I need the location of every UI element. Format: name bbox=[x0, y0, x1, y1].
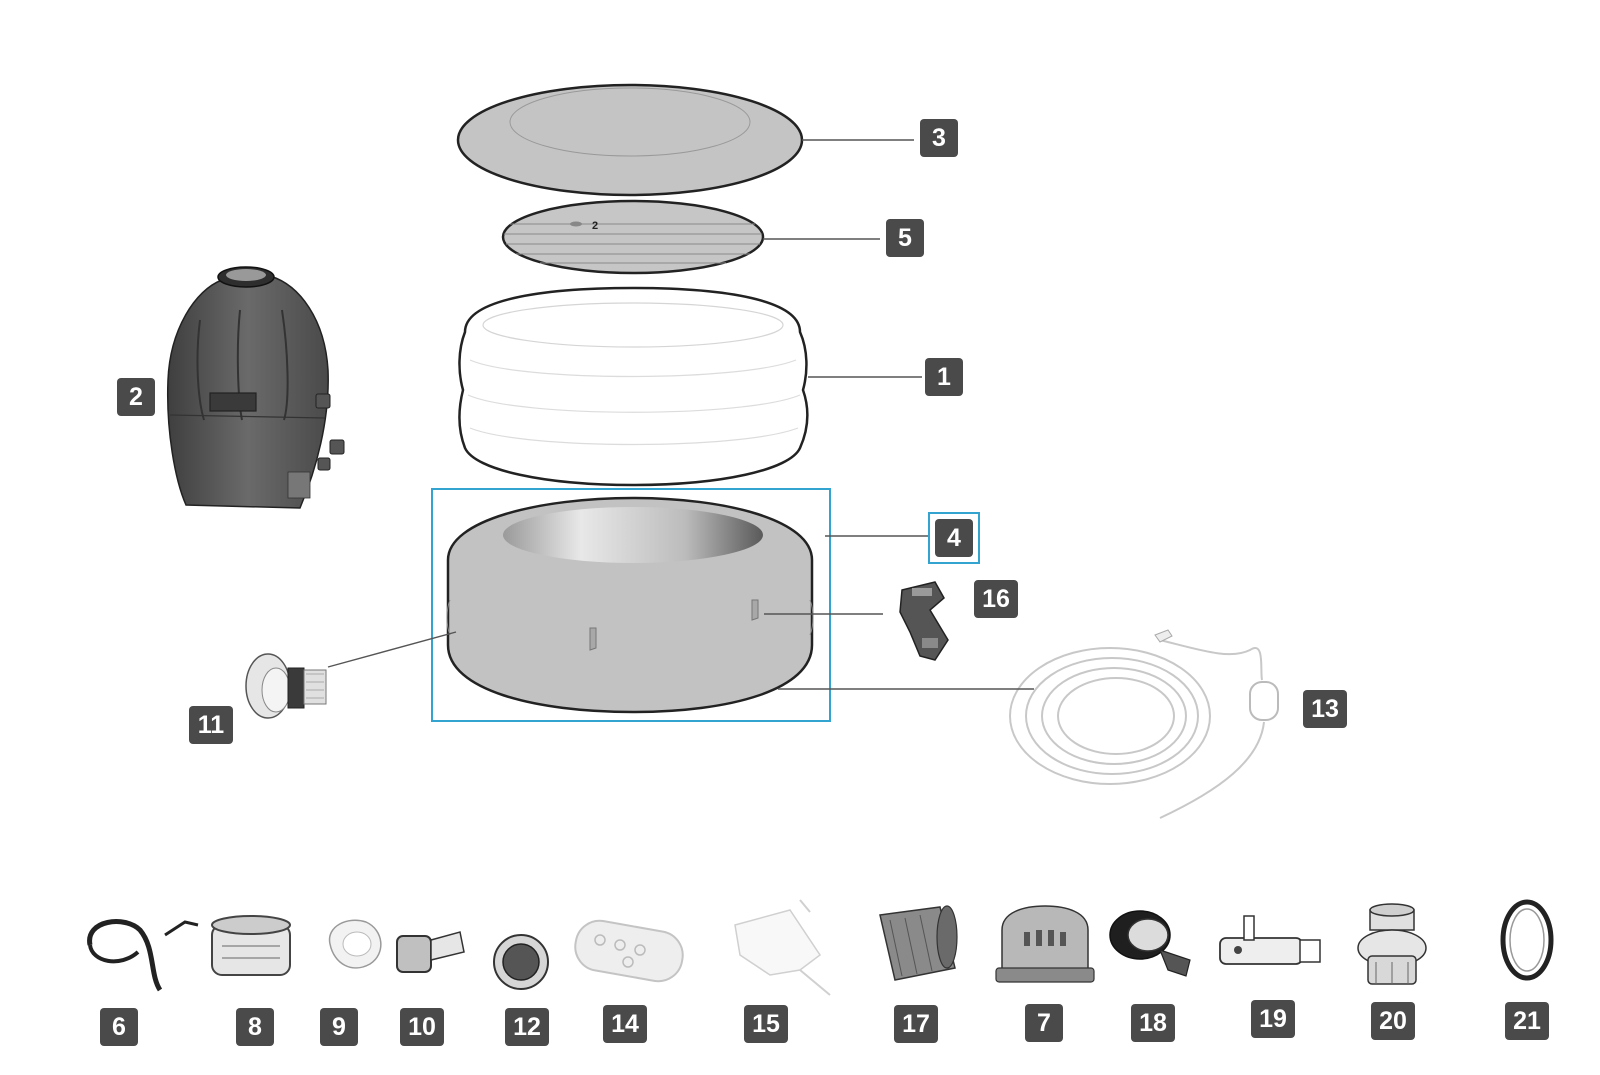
callout-badge-10[interactable]: 10 bbox=[400, 1008, 444, 1046]
callout-badge-5[interactable]: 5 bbox=[886, 219, 924, 257]
part-10-adapter[interactable] bbox=[396, 931, 465, 973]
callout-badge-11[interactable]: 11 bbox=[189, 706, 233, 744]
part-13-led-cable[interactable] bbox=[1009, 629, 1279, 819]
callout-badge-19[interactable]: 19 bbox=[1251, 1000, 1295, 1038]
part-1-inflatable-wall[interactable] bbox=[458, 286, 809, 487]
part-4-tub[interactable] bbox=[446, 496, 814, 714]
floor-mark-text: 2 bbox=[592, 220, 598, 232]
callout-label: 2 bbox=[129, 383, 143, 411]
leader-lines bbox=[327, 139, 1034, 690]
callout-badge-17[interactable]: 17 bbox=[894, 1005, 938, 1043]
callout-label: 21 bbox=[1513, 1007, 1541, 1035]
callout-label: 16 bbox=[982, 585, 1010, 613]
part-6-hose[interactable] bbox=[87, 919, 199, 992]
callout-label: 13 bbox=[1311, 695, 1339, 723]
part-16-buckle[interactable] bbox=[899, 581, 949, 661]
callout-badge-16[interactable]: 16 bbox=[974, 580, 1018, 618]
part-2-pump-unit[interactable] bbox=[166, 266, 345, 509]
part-20-inlet-fitting[interactable] bbox=[1357, 903, 1427, 985]
callout-label: 9 bbox=[332, 1013, 346, 1041]
part-4-highlight-frame bbox=[431, 488, 831, 722]
part-3-cover[interactable] bbox=[456, 83, 804, 197]
callout-badge-7[interactable]: 7 bbox=[1025, 1004, 1063, 1042]
part-18-valve-assembly[interactable] bbox=[1109, 910, 1191, 977]
callout-badge-21[interactable]: 21 bbox=[1505, 1002, 1549, 1040]
callout-label: 14 bbox=[611, 1010, 639, 1038]
callout-label: 19 bbox=[1259, 1005, 1287, 1033]
callout-badge-8[interactable]: 8 bbox=[236, 1008, 274, 1046]
part-15-adapter-clip[interactable] bbox=[734, 899, 831, 996]
part-14-remote[interactable] bbox=[571, 917, 686, 985]
callout-badge-9[interactable]: 9 bbox=[320, 1008, 358, 1046]
part-19-connector-pin[interactable] bbox=[1219, 915, 1321, 965]
callout-label: 17 bbox=[902, 1010, 930, 1038]
part-21-o-ring[interactable] bbox=[1500, 899, 1554, 981]
part-12-cap[interactable] bbox=[493, 934, 549, 990]
callout-label: 6 bbox=[112, 1013, 126, 1041]
callout-label: 20 bbox=[1379, 1007, 1407, 1035]
callout-badge-4-selected[interactable]: 4 bbox=[928, 512, 980, 564]
callout-label: 5 bbox=[898, 224, 912, 252]
part-5-floor-protector[interactable]: 2 bbox=[501, 199, 765, 275]
callout-label: 18 bbox=[1139, 1009, 1167, 1037]
callout-label: 12 bbox=[513, 1013, 541, 1041]
callout-label: 1 bbox=[937, 363, 951, 391]
part-11-drain-valve[interactable] bbox=[245, 653, 327, 719]
callout-label: 15 bbox=[752, 1010, 780, 1038]
callout-label: 7 bbox=[1037, 1009, 1051, 1037]
callout-label: 8 bbox=[248, 1013, 262, 1041]
callout-badge-20[interactable]: 20 bbox=[1371, 1002, 1415, 1040]
callout-label: 3 bbox=[932, 124, 946, 152]
part-7-filter-housing[interactable] bbox=[995, 905, 1095, 983]
callout-badge-2[interactable]: 2 bbox=[117, 378, 155, 416]
callout-badge-3[interactable]: 3 bbox=[920, 119, 958, 157]
callout-badge-6[interactable]: 6 bbox=[100, 1008, 138, 1046]
callout-badge-15[interactable]: 15 bbox=[744, 1005, 788, 1043]
callout-badge-13[interactable]: 13 bbox=[1303, 690, 1347, 728]
part-17-filter-cartridge[interactable] bbox=[879, 905, 958, 981]
callout-badge-14[interactable]: 14 bbox=[603, 1005, 647, 1043]
callout-label: 10 bbox=[408, 1013, 436, 1041]
callout-badge-18[interactable]: 18 bbox=[1131, 1004, 1175, 1042]
callout-badge-12[interactable]: 12 bbox=[505, 1008, 549, 1046]
part-8-connector[interactable] bbox=[211, 915, 291, 976]
callout-label: 4 bbox=[947, 524, 961, 552]
callout-label: 11 bbox=[198, 711, 225, 739]
part-9-ring[interactable] bbox=[328, 919, 382, 969]
callout-badge-1[interactable]: 1 bbox=[925, 358, 963, 396]
